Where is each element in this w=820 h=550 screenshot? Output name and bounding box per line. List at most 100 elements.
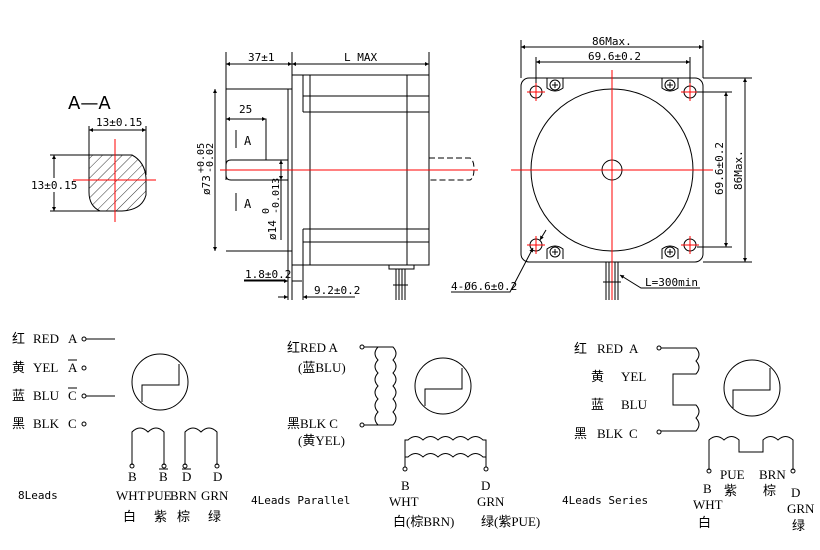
- terminal: [656, 429, 662, 435]
- coils: [364, 346, 489, 472]
- dim-length: L MAX: [344, 51, 377, 64]
- pue-cn: 紫: [724, 483, 737, 498]
- dim-width: 86Max.: [592, 35, 632, 48]
- screw-bracket: [546, 245, 564, 259]
- lead-cn-label: 红: [574, 341, 587, 356]
- section-title: A—A: [68, 93, 111, 114]
- pilot-dim-group: ø73 +0.05 -0.02: [196, 143, 216, 195]
- rear-shaft: [429, 157, 475, 181]
- lead-cn-label: 白: [123, 509, 136, 524]
- terminal: [402, 466, 408, 472]
- lead-color-label: BLU: [33, 388, 60, 403]
- lead-terminal-label: C: [68, 388, 77, 403]
- lead-d-cn: 绿(紫PUE): [481, 514, 540, 529]
- rotor-symbol-line: [732, 368, 771, 408]
- coils: [86, 338, 218, 465]
- lead-exit: [388, 265, 415, 270]
- coil-b1: [404, 436, 487, 467]
- dim-holes: 4-Ø6.6±0.2: [451, 280, 517, 293]
- lead-terminal-label: B: [128, 469, 137, 484]
- lead-d-term: D: [791, 485, 800, 500]
- screw-icon: [664, 79, 676, 91]
- dim-hole-spacing-h: 69.6±0.2: [588, 50, 641, 63]
- terminal: [483, 466, 489, 472]
- pue-en: PUE: [720, 467, 745, 482]
- brn-cn: 棕: [763, 483, 776, 498]
- lead-cn-label: 黑: [12, 416, 25, 431]
- lead-a-sub: (蓝BLU): [298, 360, 346, 375]
- lead-cn-label: 红: [12, 331, 25, 346]
- caption-series: 4Leads Series: [562, 494, 648, 507]
- lead-b-cn: 白: [698, 515, 711, 530]
- section-a-a: A—A 13±0.15 13±0.15: [28, 93, 156, 222]
- mounting-holes: [527, 83, 699, 254]
- lead-terminal-label: A: [68, 331, 78, 346]
- lead-b-term: B: [703, 481, 712, 496]
- screw-slot: [552, 82, 558, 88]
- coils: [661, 347, 796, 474]
- rotor-symbol: [131, 353, 189, 411]
- dim-front: 37±1: [248, 51, 275, 64]
- front-view: 86Max. 69.6±0.2 69.6±0.2 86Max. 4-Ø6.6±0…: [451, 35, 752, 300]
- lead-d-term: D: [481, 478, 490, 493]
- section-mark-top: A: [244, 134, 252, 148]
- dim-shaft-tol-upper: 0: [261, 208, 272, 214]
- caption-8-leads: 8Leads: [18, 489, 58, 502]
- lead-b-cn: 白(棕BRN): [393, 514, 454, 529]
- terminal: [182, 463, 188, 469]
- lead-terminal-label: C: [629, 426, 638, 441]
- screw-bracket: [661, 78, 679, 92]
- lead-b-en: WHT: [693, 497, 723, 512]
- lead-terminal-label: D: [213, 469, 222, 484]
- leader-line: [451, 247, 534, 293]
- lead-b-term: B: [401, 478, 410, 493]
- rotor-symbol-line: [424, 368, 463, 406]
- rotor-symbol: [414, 357, 472, 415]
- lead-cn-label: 蓝: [12, 388, 25, 403]
- terminal: [81, 336, 87, 342]
- section-height-dim: 13±0.15: [31, 179, 77, 192]
- coil-b2: [405, 453, 486, 458]
- dim-pilot-tol-upper: +0.05: [196, 143, 207, 173]
- terminal: [359, 422, 365, 428]
- screws: [546, 78, 679, 259]
- side-view: 37±1 L MAX ø73 +0.05 -0.02 25 A A ø14: [196, 51, 478, 300]
- dim-face: 9.2±0.2: [314, 284, 360, 297]
- lead-color-label: WHT: [116, 488, 146, 503]
- section-mark-bottom: A: [244, 197, 252, 211]
- leader-line: [539, 229, 547, 241]
- shaft-section-hatched: [88, 154, 147, 212]
- lead-terminal-label: C: [68, 416, 77, 431]
- lead-color-label: RED: [33, 331, 59, 346]
- lead-color-label: RED: [597, 341, 623, 356]
- lead-c-label: 黑BLK C: [287, 416, 338, 431]
- lead-d-en: GRN: [787, 501, 815, 516]
- coil-a2: [378, 346, 397, 426]
- lead-d-cn: 绿: [792, 518, 805, 533]
- screw-bracket: [546, 78, 564, 92]
- lead-color-label: BLU: [621, 397, 648, 412]
- dim-flange: 1.8±0.2: [245, 268, 291, 281]
- dim-height: 86Max.: [732, 150, 745, 190]
- terminal: [81, 393, 87, 399]
- lead-terminal-label: A: [68, 360, 78, 375]
- shaft-dim-group: ø14 0 -0.013: [261, 178, 282, 240]
- rotor-symbol-line: [141, 364, 180, 402]
- lead-color-label: YEL: [33, 360, 58, 375]
- lead-color-label: BRN: [170, 488, 197, 503]
- lead-cn-label: 蓝: [591, 397, 604, 412]
- screw-slot: [552, 249, 558, 255]
- lead-terminal-label: D: [182, 469, 191, 484]
- coil-b-series: [708, 436, 794, 470]
- lead-cn-label: 绿: [208, 509, 221, 524]
- caption-parallel: 4Leads Parallel: [251, 494, 350, 507]
- leader-line: [619, 274, 700, 289]
- terminal: [656, 345, 662, 351]
- dim-lead: L=300min: [645, 276, 698, 289]
- lead-b-en: WHT: [389, 494, 419, 509]
- dim-pilot: ø73: [200, 175, 213, 195]
- lead-color-label: BLK: [597, 426, 624, 441]
- lead-color-label: GRN: [201, 488, 229, 503]
